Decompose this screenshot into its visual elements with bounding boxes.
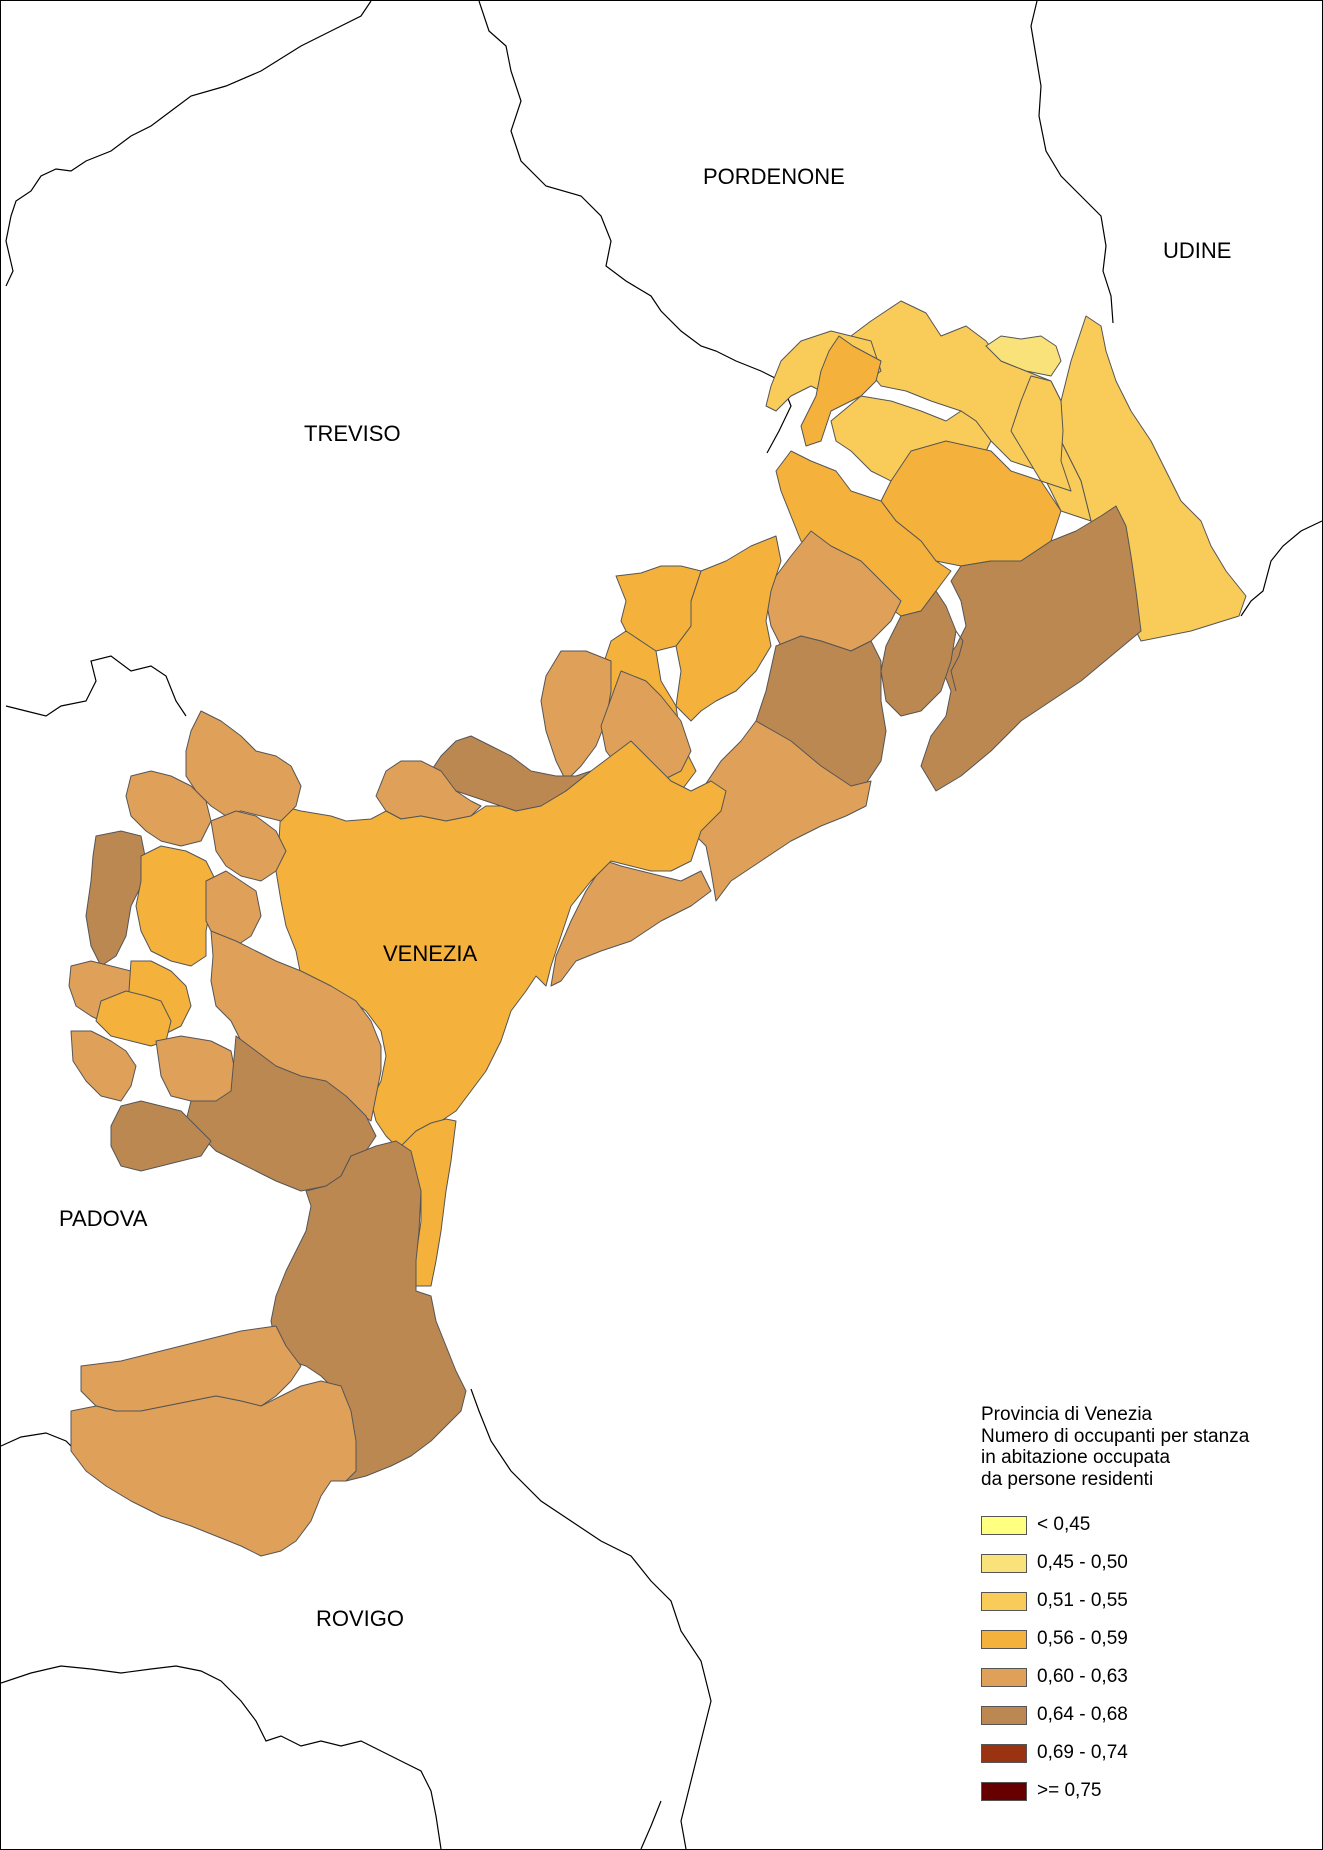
boundary-udine-coast <box>1240 520 1322 617</box>
legend-items: < 0,45 0,45 - 0,50 0,51 - 0,55 0,56 - 0,… <box>981 1506 1311 1810</box>
map-legend: Provincia di Venezia Numero di occupanti… <box>981 1404 1311 1810</box>
municipality-east-5 <box>550 860 712 987</box>
municipality-w-11 <box>70 1030 137 1102</box>
municipality-w-1 <box>185 710 302 822</box>
label-pordenone: PORDENONE <box>703 164 845 189</box>
legend-item: 0,64 - 0,68 <box>981 1696 1311 1734</box>
municipality-w-3 <box>210 810 287 882</box>
boundary-treviso-pordenone-2 <box>478 1 792 454</box>
boundary-rovigo <box>470 1388 712 1849</box>
legend-swatch <box>981 1629 1027 1649</box>
place-labels: PORDENONE UDINE TREVISO VENEZIA PADOVA R… <box>59 164 1231 1631</box>
municipality-chioggia <box>270 1140 467 1482</box>
legend-item: < 0,45 <box>981 1506 1311 1544</box>
legend-item: 0,45 - 0,50 <box>981 1544 1311 1582</box>
boundary-rovigo-south <box>1 1665 442 1849</box>
municipality-w-14 <box>110 1100 212 1172</box>
coast-details <box>950 630 964 692</box>
legend-title-line: da persone residenti <box>981 1468 1154 1490</box>
legend-swatch <box>981 1743 1027 1763</box>
municipality-w-2 <box>125 770 212 847</box>
legend-swatch <box>981 1591 1027 1611</box>
legend-swatch <box>981 1553 1027 1573</box>
municipality-n-4 <box>540 650 612 782</box>
legend-label: 0,60 - 0,63 <box>1037 1666 1128 1687</box>
legend-label: >= 0,75 <box>1037 1780 1102 1801</box>
municipalities <box>68 300 1247 1557</box>
legend-label: < 0,45 <box>1037 1514 1091 1535</box>
legend-item: 0,69 - 0,74 <box>981 1734 1311 1772</box>
coast-river <box>950 630 964 692</box>
municipality-w-5 <box>135 845 217 967</box>
municipality-venezia <box>275 740 727 1152</box>
label-rovigo: ROVIGO <box>316 1606 404 1631</box>
legend-title-line: Provincia di Venezia <box>981 1404 1153 1425</box>
municipality-cavarzere <box>80 1325 302 1412</box>
boundary-pordenone-udine <box>1030 1 1114 324</box>
legend-label: 0,64 - 0,68 <box>1037 1704 1128 1725</box>
municipality-ne-6 <box>800 335 882 447</box>
legend-swatch <box>981 1705 1027 1725</box>
label-padova: PADOVA <box>59 1206 148 1231</box>
label-treviso: TREVISO <box>304 421 401 446</box>
legend-item: 0,60 - 0,63 <box>981 1658 1311 1696</box>
legend-item: 0,51 - 0,55 <box>981 1582 1311 1620</box>
legend-label: 0,56 - 0,59 <box>1037 1628 1128 1649</box>
legend-label: 0,69 - 0,74 <box>1037 1742 1128 1763</box>
boundary-rovigo-east <box>640 1800 662 1849</box>
legend-item: 0,56 - 0,59 <box>981 1620 1311 1658</box>
boundary-padova-rovigo <box>1 1432 77 1452</box>
legend-title: Provincia di Venezia Numero di occupanti… <box>981 1404 1311 1490</box>
label-venezia: VENEZIA <box>383 941 477 966</box>
municipality-n-2 <box>615 565 702 652</box>
label-udine: UDINE <box>1163 238 1231 263</box>
legend-swatch <box>981 1781 1027 1801</box>
legend-swatch <box>981 1515 1027 1535</box>
municipality-cona <box>70 1380 357 1557</box>
legend-label: 0,45 - 0,50 <box>1037 1552 1128 1573</box>
legend-title-line: Numero di occupanti per stanza <box>981 1425 1250 1447</box>
municipality-ne-3 <box>985 335 1062 377</box>
municipality-w-4 <box>85 830 147 967</box>
boundary-treviso-pordenone <box>5 1 372 287</box>
legend-item: >= 0,75 <box>981 1772 1311 1810</box>
boundary-treviso-padova <box>5 655 187 717</box>
legend-label: 0,51 - 0,55 <box>1037 1590 1128 1611</box>
legend-swatch <box>981 1667 1027 1687</box>
municipality-ne-4 <box>1010 375 1072 492</box>
legend-title-line: in abitazione occupata <box>981 1447 1171 1468</box>
